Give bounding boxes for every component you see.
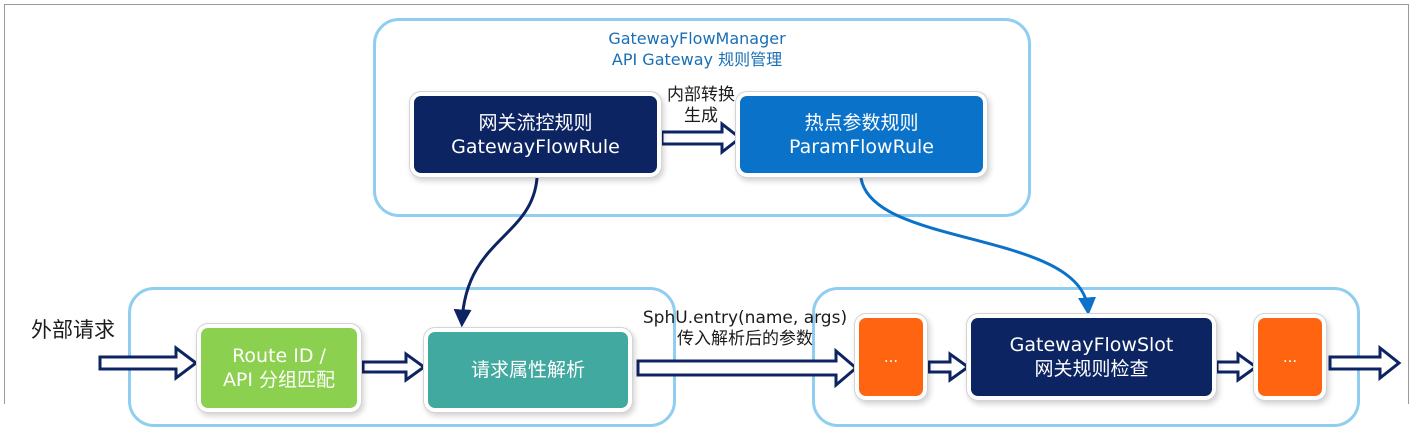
route-match-line2: API 分组匹配	[222, 369, 336, 391]
entry-label-line2: 传入解析后的参数	[677, 329, 813, 349]
entry-label-line1: SphU.entry(name, args)	[642, 308, 848, 328]
request-parse-node: 请求属性解析	[428, 332, 628, 408]
rule-to-parse-curve	[453, 177, 539, 328]
param-flow-rule-line2: ParamFlowRule	[789, 135, 934, 158]
route-match-node: Route ID / API 分组匹配	[201, 328, 357, 408]
slot-before-to-flow-slot-arrow	[927, 351, 971, 383]
external-request-arrow	[98, 345, 199, 381]
manager-title: GatewayFlowManager API Gateway 规则管理	[597, 28, 797, 70]
slot-after-node: ...	[1258, 318, 1322, 396]
entry-label: SphU.entry(name, args) 传入解析后的参数	[630, 308, 860, 350]
gateway-flow-rule-line2: GatewayFlowRule	[451, 135, 620, 158]
param-flow-rule-line1: 热点参数规则	[804, 111, 919, 134]
exit-arrow	[1328, 344, 1402, 382]
gateway-flow-rule-line1: 网关流控规则	[478, 111, 593, 134]
convert-label-line1: 内部转换	[667, 85, 735, 105]
gateway-flow-rule-node: 网关流控规则 GatewayFlowRule	[414, 96, 657, 173]
gateway-flow-manager-group	[373, 18, 1031, 217]
entry-arrow	[636, 347, 859, 389]
param-flow-rule-node: 热点参数规则 ParamFlowRule	[740, 96, 983, 173]
convert-label: 内部转换 生成	[652, 85, 750, 127]
param-to-slot-curve	[859, 177, 1096, 316]
gateway-flow-slot-line2: 网关规则检查	[1034, 358, 1149, 380]
gateway-flow-diagram: GatewayFlowManager API Gateway 规则管理	[4, 4, 1409, 427]
slot-after-line1: ...	[1282, 348, 1298, 366]
external-request-label: 外部请求	[31, 318, 115, 342]
flow-slot-to-slot-after-arrow	[1215, 351, 1259, 383]
manager-title-line2: API Gateway 规则管理	[611, 50, 783, 69]
gateway-flow-slot-node: GatewayFlowSlot 网关规则检查	[971, 318, 1212, 396]
image-frame	[4, 4, 1409, 404]
request-parse-line1: 请求属性解析	[470, 359, 585, 381]
gateway-flow-slot-line1: GatewayFlowSlot	[1009, 334, 1174, 356]
route-match-line1: Route ID /	[232, 345, 326, 367]
convert-label-line2: 生成	[684, 106, 718, 126]
convert-arrow	[660, 120, 743, 156]
route-to-parse-arrow	[361, 351, 427, 383]
connectors	[98, 120, 1402, 389]
slot-before-node: ...	[859, 318, 923, 396]
manager-title-line1: GatewayFlowManager	[608, 29, 786, 48]
slot-before-line1: ...	[883, 348, 899, 366]
